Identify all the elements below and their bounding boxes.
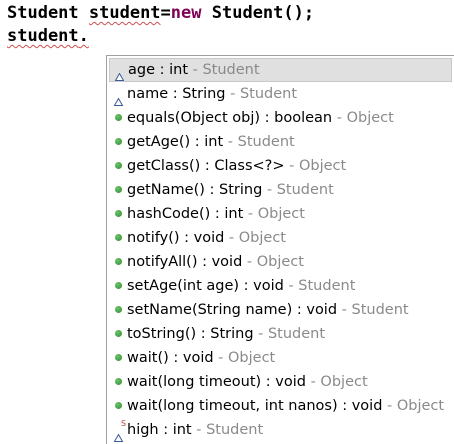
- public-method-icon: [113, 346, 125, 370]
- proposal-declaring-type: - Object: [243, 206, 305, 222]
- proposal-item[interactable]: notifyAll() : void - Object: [109, 250, 452, 274]
- public-method-icon: [113, 178, 125, 202]
- proposal-item[interactable]: getAge() : int - Student: [109, 130, 452, 154]
- proposal-signature: setName(String name) : void: [127, 302, 338, 318]
- proposal-item[interactable]: name : String - Student: [109, 82, 452, 106]
- proposal-declaring-type: - Object: [332, 110, 394, 126]
- proposal-signature: age : int: [128, 62, 189, 78]
- variable-name: student: [88, 3, 161, 23]
- proposal-declaring-type: - Student: [253, 326, 326, 342]
- proposal-declaring-type: - Object: [213, 350, 276, 366]
- member-access-dot: .: [78, 26, 89, 46]
- proposal-item[interactable]: hashCode() : int - Object: [109, 202, 452, 226]
- field-default-icon: [114, 59, 126, 81]
- proposal-signature: getAge() : int: [127, 134, 224, 150]
- public-method-icon: [113, 322, 125, 346]
- proposal-declaring-type: - Student: [262, 182, 334, 198]
- public-method-icon: [113, 202, 125, 226]
- proposal-item[interactable]: notify() : void - Object: [109, 226, 452, 250]
- public-method-icon: [113, 130, 125, 154]
- variable-reference: student: [7, 26, 79, 46]
- proposal-signature: name : String: [127, 86, 226, 102]
- code-line-1[interactable]: Student student=new Student();: [7, 2, 314, 24]
- public-method-icon: [113, 274, 125, 298]
- static-field-icon: S: [113, 418, 126, 442]
- public-method-icon: [113, 370, 125, 394]
- proposal-signature: setAge(int age) : void: [127, 278, 284, 294]
- proposal-signature: wait(long timeout, int nanos) : void: [127, 398, 383, 414]
- proposal-signature: notifyAll() : void: [127, 254, 243, 270]
- public-method-icon: [113, 394, 125, 418]
- proposal-signature: hashCode() : int: [127, 206, 244, 222]
- public-method-icon: [113, 298, 125, 322]
- proposal-declaring-type: - Student: [283, 278, 356, 294]
- proposal-item[interactable]: wait(long timeout) : void - Object: [109, 370, 452, 394]
- proposal-declaring-type: - Object: [382, 398, 445, 414]
- proposal-signature: high : int: [127, 422, 192, 438]
- proposal-declaring-type: - Student: [225, 86, 298, 102]
- proposal-declaring-type: - Object: [305, 374, 368, 390]
- proposal-item[interactable]: toString() : String - Student: [109, 322, 452, 346]
- public-method-icon: [113, 154, 125, 178]
- proposal-signature: wait(long timeout) : void: [127, 374, 306, 390]
- proposal-declaring-type: - Student: [337, 302, 409, 318]
- public-method-icon: [113, 250, 125, 274]
- proposal-declaring-type: - Student: [191, 422, 264, 438]
- constructor-call: Student();: [201, 3, 315, 23]
- type-name: Student: [7, 3, 89, 23]
- assign-operator: =: [160, 3, 171, 23]
- proposal-signature: getClass() : Class<?>: [127, 158, 285, 174]
- proposal-declaring-type: - Student: [188, 62, 260, 78]
- proposal-item[interactable]: wait() : void - Object: [109, 346, 452, 370]
- public-method-icon: [113, 106, 125, 130]
- proposal-item[interactable]: getName() : String - Student: [109, 178, 452, 202]
- proposal-declaring-type: - Student: [223, 134, 295, 150]
- proposal-item[interactable]: equals(Object obj) : boolean - Object: [109, 106, 452, 130]
- proposal-signature: wait() : void: [127, 350, 214, 366]
- proposal-item[interactable]: getClass() : Class<?> - Object: [109, 154, 452, 178]
- code-line-2[interactable]: student.: [7, 25, 89, 47]
- new-keyword: new: [170, 3, 202, 23]
- proposal-declaring-type: - Object: [242, 254, 304, 270]
- proposal-item[interactable]: setAge(int age) : void - Student: [109, 274, 452, 298]
- proposal-item[interactable]: wait(long timeout, int nanos) : void - O…: [109, 394, 452, 418]
- proposal-declaring-type: - Object: [284, 158, 347, 174]
- proposal-signature: notify() : void: [127, 230, 225, 246]
- field-default-icon: [113, 82, 125, 106]
- proposal-signature: getName() : String: [127, 182, 263, 198]
- public-method-icon: [113, 226, 125, 250]
- proposal-signature: toString() : String: [127, 326, 254, 342]
- proposal-item[interactable]: age : int - Student: [109, 58, 452, 82]
- proposal-declaring-type: - Object: [224, 230, 286, 246]
- proposal-signature: equals(Object obj) : boolean: [127, 110, 333, 126]
- proposal-item[interactable]: setName(String name) : void - Student: [109, 298, 452, 322]
